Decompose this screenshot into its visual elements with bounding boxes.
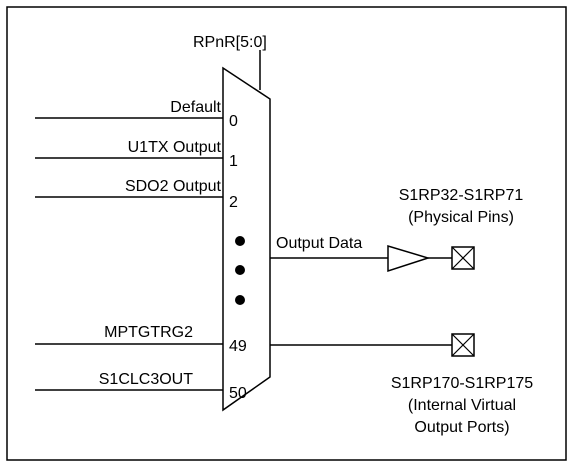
pin-box-x-icon <box>451 246 475 270</box>
physical-pins-caption: (Physical Pins) <box>408 209 514 226</box>
input-index: 0 <box>229 113 238 130</box>
ellipsis-dot <box>235 236 245 246</box>
input-label: Default <box>170 99 221 116</box>
input-index: 50 <box>229 385 247 402</box>
mux-input-default: Default 0 <box>35 99 238 130</box>
mux-input-s1clc3out: S1CLC3OUT 50 <box>35 371 247 402</box>
select-signal-label: RPnR[5:0] <box>193 34 267 51</box>
input-label: MPTGTRG2 <box>104 324 193 341</box>
input-label: S1CLC3OUT <box>99 371 193 388</box>
mux-input-sdo2: SDO2 Output 2 <box>35 178 238 211</box>
ellipsis-dot <box>235 265 245 275</box>
input-index: 1 <box>229 153 238 170</box>
virtual-ports-caption-line1: (Internal Virtual <box>408 397 516 414</box>
mux-input-mptgtrg2: MPTGTRG2 49 <box>35 324 247 355</box>
mux-input-u1tx: U1TX Output 1 <box>35 139 238 170</box>
output-data-label: Output Data <box>276 235 362 252</box>
pin-box-x-icon <box>451 333 475 357</box>
diagram-frame <box>6 6 567 461</box>
buffer-triangle-icon <box>387 244 431 273</box>
virtual-ports-range: S1RP170-S1RP175 <box>391 375 533 392</box>
ellipsis-dot <box>235 295 245 305</box>
input-label: SDO2 Output <box>125 178 222 195</box>
input-index: 2 <box>229 194 238 211</box>
physical-pins-range: S1RP32-S1RP71 <box>399 187 524 204</box>
input-index: 49 <box>229 338 247 355</box>
virtual-ports-caption-line2: Output Ports) <box>414 419 509 436</box>
multiplexer-body <box>222 66 271 412</box>
input-label: U1TX Output <box>128 139 222 156</box>
